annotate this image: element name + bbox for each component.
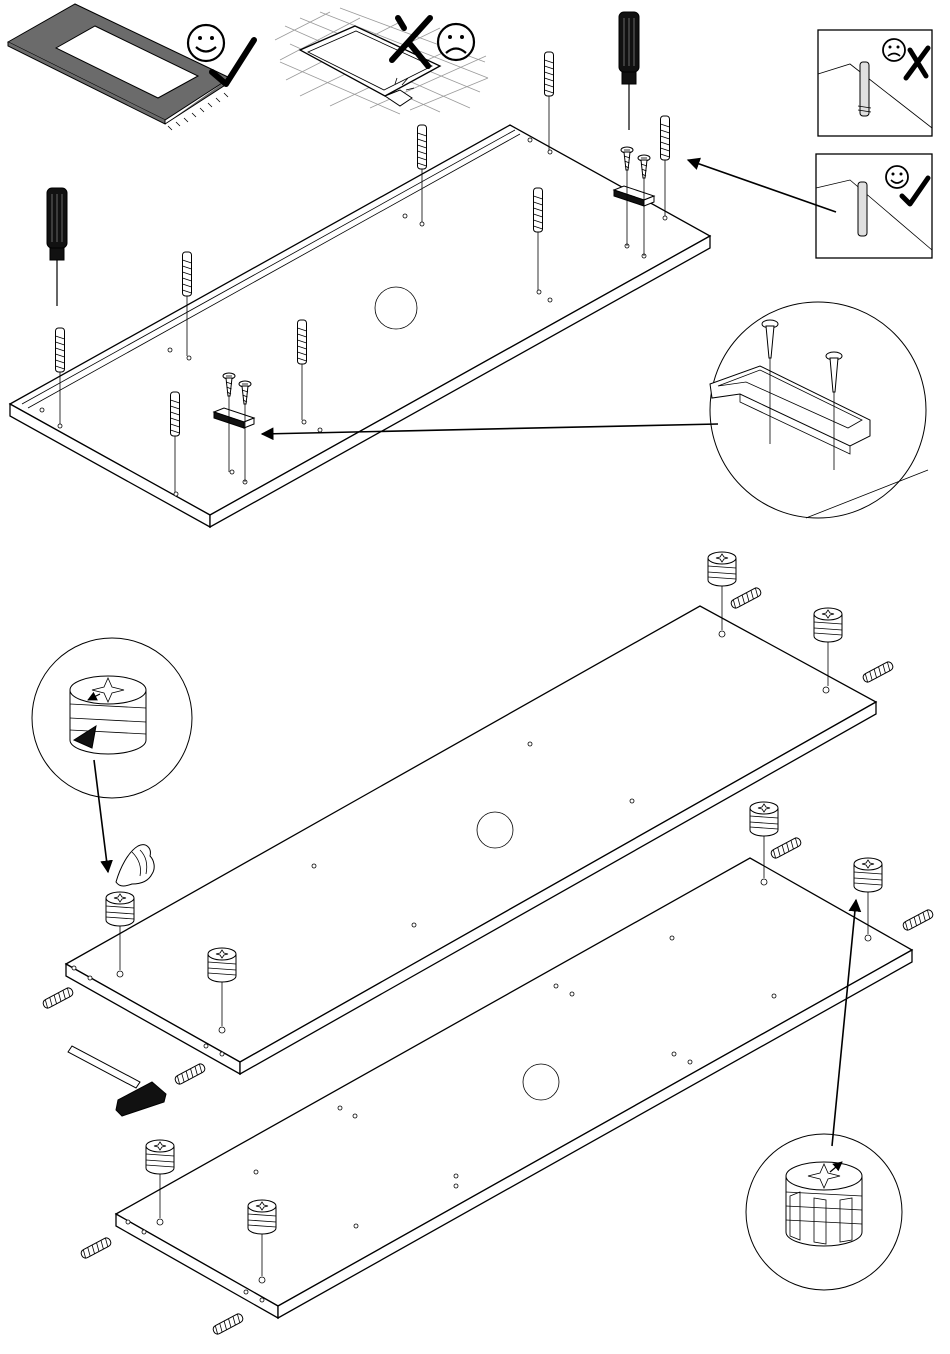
cam-lock-detail-left xyxy=(32,638,192,798)
cam-lock-detail-right xyxy=(746,1134,902,1290)
smiley-face-icon xyxy=(188,25,224,61)
dowel-incorrect-callout xyxy=(818,30,932,136)
step-2 xyxy=(32,552,934,1335)
good-surface-rug-icon xyxy=(8,4,230,130)
hand-icon xyxy=(116,845,154,886)
sad-face-icon xyxy=(438,24,474,60)
arrow-icon xyxy=(688,160,836,212)
hammer-icon xyxy=(68,1046,166,1116)
step-1 xyxy=(8,4,932,527)
dowel-correct-callout xyxy=(816,154,932,258)
bracket-detail-callout xyxy=(710,302,928,518)
panel-1 xyxy=(10,125,710,527)
